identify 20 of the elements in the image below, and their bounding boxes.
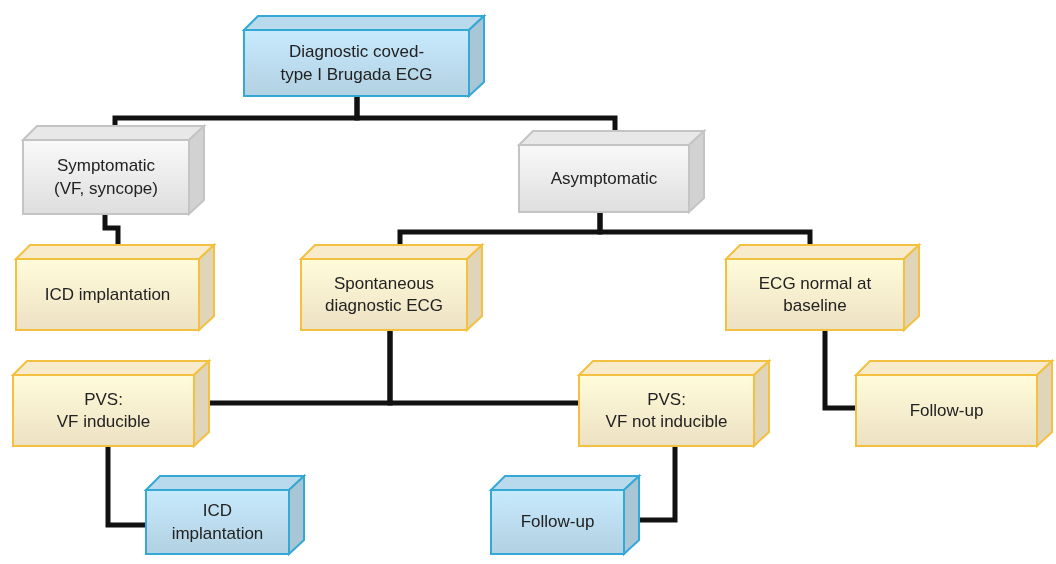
node-label: VF inducible xyxy=(56,411,151,433)
node-label: Follow-up xyxy=(909,399,984,422)
node-label: PVS: xyxy=(647,388,686,411)
node-label: Follow-up xyxy=(520,511,595,534)
connector-line xyxy=(640,447,678,523)
node-label: ICD implantation xyxy=(170,500,265,545)
connector-line xyxy=(102,215,121,244)
connector-line xyxy=(597,213,813,244)
node-label: Spontaneous diagnostic ECG xyxy=(323,272,445,317)
node-label: ICD implantation xyxy=(44,283,171,306)
node-label: Diagnostic coved-type I Brugada ECG xyxy=(279,41,434,86)
connector-line xyxy=(105,447,145,528)
node-label: PVS: xyxy=(84,388,123,411)
connector-line xyxy=(822,331,855,411)
node-label: Symptomatic (VF, syncope) xyxy=(53,155,159,200)
node-label: ECG normal at baseline xyxy=(757,272,873,317)
connector-line xyxy=(387,331,578,406)
node-label: VF not inducible xyxy=(605,411,728,433)
connector-line xyxy=(354,97,618,130)
node-label: Asymptomatic xyxy=(550,167,658,190)
